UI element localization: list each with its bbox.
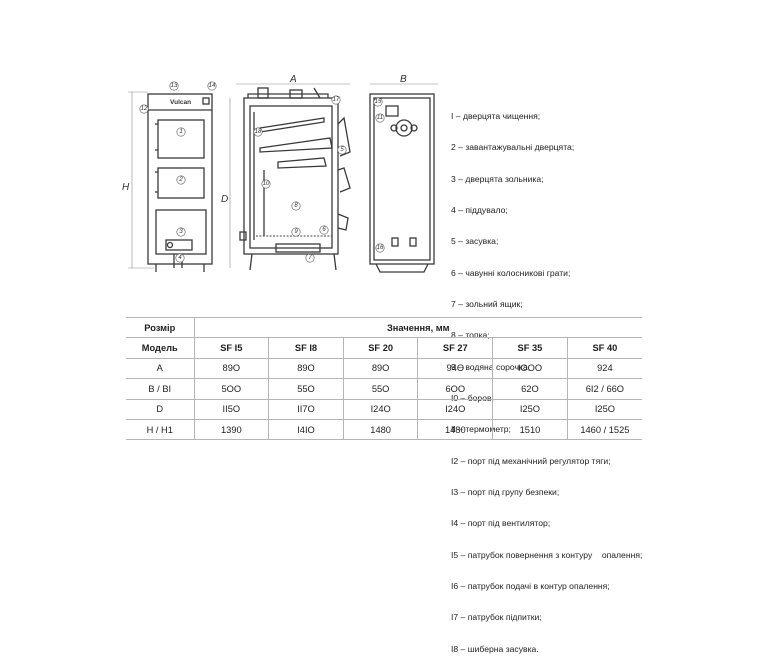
value-cell: 89O	[193, 357, 269, 380]
legend-item: I6 – патрубок подачі в контур опалення;	[451, 581, 610, 592]
value-cell: 89O	[268, 357, 344, 380]
value-cell: 1510	[492, 418, 568, 441]
callout-13: 13	[171, 83, 178, 89]
model-cell: SF 27	[417, 337, 493, 359]
values-header: Значення, мм	[193, 316, 642, 339]
value-cell: 6OO	[417, 378, 493, 400]
dim-label-d: D	[221, 194, 228, 205]
legend-item: I5 – патрубок повернення з контуру опале…	[451, 549, 643, 560]
model-cell: SF 35	[492, 337, 568, 359]
value-cell: 94O	[417, 357, 493, 380]
value-cell: 1390	[193, 418, 269, 441]
callout-14: 14	[209, 83, 216, 89]
legend-item: 7 – зольний ящик;	[451, 298, 523, 309]
callout-12: 12	[141, 106, 148, 112]
legend-item: 2 – завантажувальні дверцята;	[451, 142, 575, 153]
value-cell: 924	[566, 357, 642, 380]
value-cell: 55O	[268, 378, 344, 400]
callout-16: 16	[377, 245, 384, 251]
value-cell: 55O	[342, 378, 418, 400]
model-cell: SF I8	[268, 337, 344, 359]
callout-1: 1	[179, 129, 182, 135]
value-cell: I4IO	[268, 418, 344, 441]
legend-item: I – дверцята чищення;	[451, 110, 541, 121]
callout-15: 15	[375, 99, 382, 105]
value-cell: I25O	[492, 398, 568, 420]
value-cell: II7O	[268, 398, 344, 420]
value-cell: I25O	[566, 398, 642, 420]
value-cell: I24O	[342, 398, 418, 420]
model-cell: SF 40	[566, 337, 642, 359]
value-cell: II5O	[193, 398, 269, 420]
table-row: D II5O II7O I24O I24O I25O I25O	[126, 398, 642, 420]
callout-10: 10	[263, 181, 270, 187]
boiler-drawings-svg: H Vulcan 13 14 12 1 2	[122, 74, 438, 273]
legend-item: I2 – порт під механічний регулятор тяги;	[451, 455, 611, 466]
dim-label-b: B	[400, 74, 407, 85]
value-cell: 89O	[342, 357, 418, 380]
param-cell: A	[126, 357, 194, 380]
param-cell: H / H1	[126, 418, 194, 441]
dim-label-h: H	[122, 182, 130, 193]
callout-18: 18	[255, 129, 262, 135]
legend-item: 3 – дверцята зольника;	[451, 173, 544, 184]
size-header: Розмір	[126, 316, 194, 339]
param-cell: B / BI	[126, 378, 194, 400]
param-cell: D	[126, 398, 194, 420]
model-cell: SF I5	[193, 337, 269, 359]
value-cell: 62O	[492, 378, 568, 400]
legend-item: 4 – піддувало;	[451, 204, 508, 215]
callout-3: 3	[179, 229, 183, 235]
callout-17: 17	[333, 97, 340, 103]
legend-item: I4 – порт під вентилятор;	[451, 518, 551, 529]
callout-7: 7	[308, 255, 312, 261]
value-cell: IOOO	[492, 357, 568, 380]
side-section-view: A D	[221, 74, 351, 271]
rear-view: B 15 11 16	[369, 74, 438, 273]
table-row: A 89O 89O 89O 94O IOOO 924	[126, 357, 642, 380]
model-cell: SF 20	[342, 337, 418, 359]
callout-11: 11	[377, 115, 383, 121]
legend-item: 6 – чавунні колосникові грати;	[451, 267, 571, 278]
callout-2: 2	[178, 177, 183, 183]
table-row: H / H1 1390 I4IO 1480 1480 1510 1460 / 1…	[126, 418, 642, 441]
value-cell: 1480	[342, 418, 418, 441]
table-header-row: Розмір Значення, мм	[126, 316, 642, 339]
value-cell: I24O	[417, 398, 493, 420]
boiler-drawings: H Vulcan 13 14 12 1 2	[118, 72, 448, 292]
value-cell: 1480	[417, 418, 493, 441]
value-cell: 1460 / 1525	[566, 418, 642, 441]
callout-4: 4	[178, 255, 182, 261]
callout-9: 9	[294, 229, 298, 235]
value-cell: 5OO	[193, 378, 269, 400]
legend-item: I7 – патрубок підпитки;	[451, 612, 542, 623]
legend-item: I8 – шиберна засувка.	[451, 643, 539, 654]
model-header: Модель	[126, 337, 194, 359]
callout-8: 8	[294, 203, 298, 209]
callout-6: 6	[322, 227, 326, 233]
legend-item: 5 – засувка;	[451, 236, 499, 247]
legend-item: I3 – порт під групу безпеки;	[451, 487, 560, 498]
table-row: B / BI 5OO 55O 55O 6OO 62O 6I2 / 66O	[126, 378, 642, 400]
front-view: H Vulcan 13 14 12 1 2	[122, 81, 217, 272]
table-model-row: Модель SF I5 SF I8 SF 20 SF 27 SF 35 SF …	[126, 337, 642, 359]
brand-logo-text: Vulcan	[170, 99, 191, 106]
dim-label-a: A	[289, 74, 297, 85]
value-cell: 6I2 / 66O	[566, 378, 642, 400]
callout-5: 5	[340, 147, 344, 153]
dimensions-table: Розмір Значення, мм Модель SF I5 SF I8 S…	[126, 316, 642, 441]
